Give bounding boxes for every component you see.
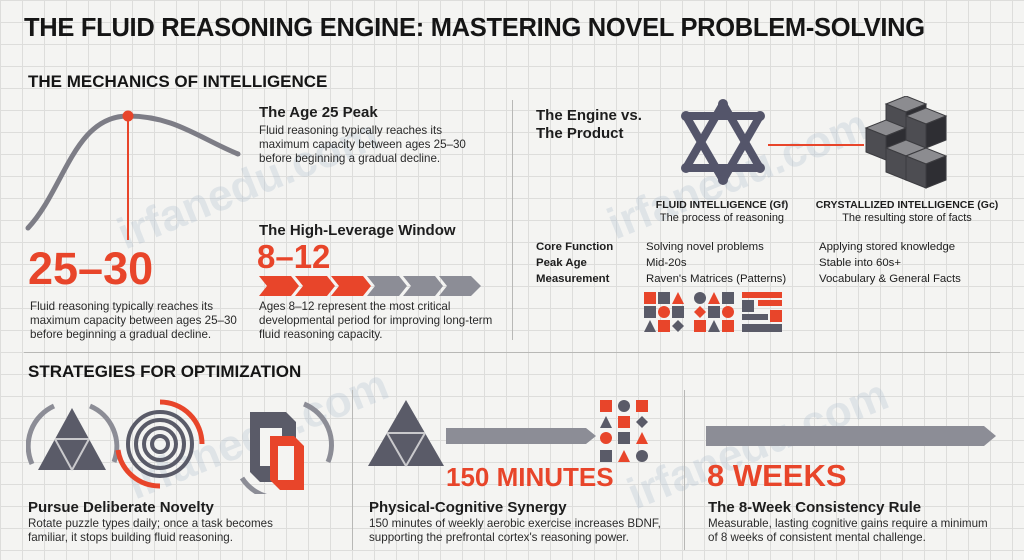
gf-cell: Raven's Matrices (Patterns) <box>646 273 787 285</box>
synergy-value: 150 MINUTES <box>446 462 614 492</box>
engine-title: The Engine vs. The Product <box>536 107 642 143</box>
novelty-icons <box>26 399 334 494</box>
gc-sublabel: The resulting store of facts <box>842 212 972 224</box>
synergy-title: Physical-Cognitive Synergy <box>369 499 567 516</box>
window-chevron-arrow <box>259 276 481 296</box>
peak-range-text: Fluid reasoning typically reaches its ma… <box>30 300 237 341</box>
synergy-text-line: supporting the prefrontal cortex's reaso… <box>369 531 630 544</box>
peak-range-value: 25–30 <box>28 243 154 294</box>
gf-cell: Solving novel problems <box>646 241 764 253</box>
novelty-text-line: familiar, it stops building fluid reason… <box>28 531 233 544</box>
consistency-title: The 8-Week Consistency Rule <box>708 499 922 516</box>
consistency-arrow <box>706 426 996 446</box>
window-value: 8–12 <box>257 238 331 275</box>
section-divider <box>352 390 353 550</box>
engine-title-line: The Product <box>536 125 624 142</box>
row-label: Measurement <box>536 273 610 285</box>
gf-label: FLUID INTELLIGENCE (Gf) <box>655 199 789 211</box>
row-label: Core Function <box>536 241 614 253</box>
gf-sublabel: The process of reasoning <box>659 212 785 224</box>
stacked-cubes-icon <box>864 96 948 189</box>
age-peak-text: Fluid reasoning typically reaches its ma… <box>259 124 466 165</box>
age-curve-chart <box>25 110 241 240</box>
section-divider <box>24 352 1000 353</box>
consistency-text-line: of 8 weeks of consistent mental challeng… <box>708 531 926 544</box>
consistency-text: Measurable, lasting cognitive gains requ… <box>708 517 988 545</box>
impossible-cube-icon <box>239 401 334 494</box>
age-curve-line <box>25 113 241 231</box>
triangle-puzzle-icon <box>26 403 120 471</box>
gc-cell: Stable into 60s+ <box>819 257 902 269</box>
synergy-icons <box>368 400 648 467</box>
novelty-title: Pursue Deliberate Novelty <box>28 499 214 516</box>
novelty-text-line: Rotate puzzle types daily; once a task b… <box>28 517 273 530</box>
engine-title-line: The Engine vs. <box>536 107 642 124</box>
gf-cell: Mid-20s <box>646 257 687 269</box>
matrix-patterns-icon <box>644 292 782 332</box>
synergy-arrow <box>446 428 596 444</box>
gc-label: CRYSTALLIZED INTELLIGENCE (Gc) <box>815 199 999 211</box>
consistency-value: 8 WEEKS <box>707 458 847 493</box>
page-title: THE FLUID REASONING ENGINE: MASTERING NO… <box>24 14 925 42</box>
synergy-text-line: 150 minutes of weekly aerobic exercise i… <box>369 517 661 530</box>
window-title: The High-Leverage Window <box>259 222 456 239</box>
concentric-target-icon <box>115 399 205 489</box>
network-triangle-icon <box>681 99 765 185</box>
mechanics-heading: THE MECHANICS OF INTELLIGENCE <box>28 72 328 91</box>
gc-cell: Applying stored knowledge <box>819 241 956 253</box>
consistency-text-line: Measurable, lasting cognitive gains requ… <box>708 517 988 530</box>
synergy-text: 150 minutes of weekly aerobic exercise i… <box>369 517 661 545</box>
triangle-puzzle-icon <box>368 400 444 467</box>
section-divider <box>684 390 685 550</box>
strategies-heading: STRATEGIES FOR OPTIMIZATION <box>28 362 302 381</box>
peak-marker-dot <box>122 110 134 122</box>
section-divider <box>512 100 513 340</box>
gc-cell: Vocabulary & General Facts <box>819 273 961 285</box>
engine-connector-line <box>768 144 864 146</box>
row-label: Peak Age <box>536 257 587 269</box>
novelty-text: Rotate puzzle types daily; once a task b… <box>28 517 273 545</box>
pattern-grid-icon <box>600 400 648 462</box>
window-text: Ages 8–12 represent the most critical de… <box>259 300 493 341</box>
age-peak-title: The Age 25 Peak <box>259 104 378 121</box>
